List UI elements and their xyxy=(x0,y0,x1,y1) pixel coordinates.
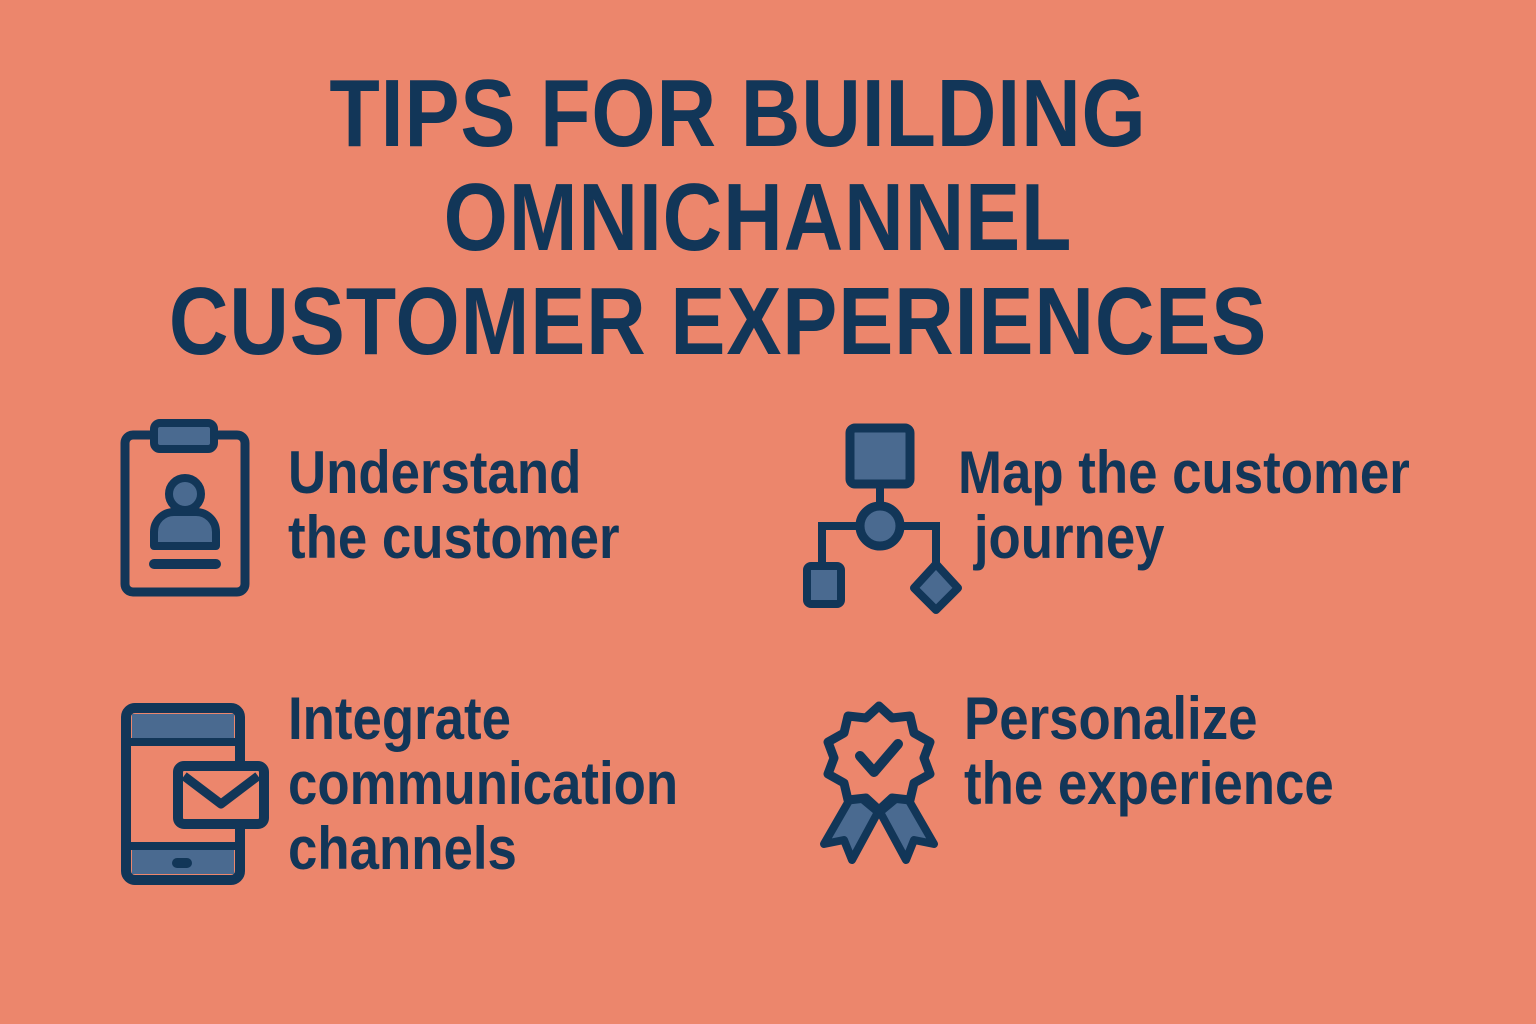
phone-envelope-icon xyxy=(121,703,269,885)
tip-text-line: communication xyxy=(288,750,679,817)
award-badge-icon xyxy=(820,701,938,864)
tip-text-line: channels xyxy=(288,815,517,882)
tip-text-line: journey xyxy=(973,504,1165,571)
title-line: TIPS FOR BUILDING xyxy=(329,60,1147,167)
page-title: TIPS FOR BUILDING OMNICHANNEL CUSTOMER E… xyxy=(0,62,1536,374)
tip-understand-customer: Understand the customer xyxy=(288,440,620,570)
tip-integrate-channels: Integrate communication channels xyxy=(288,686,678,881)
tip-text-line: Map the customer xyxy=(958,439,1410,506)
tip-text-line: the experience xyxy=(964,750,1334,817)
tip-text-line: Understand xyxy=(288,439,582,506)
flowchart-icon xyxy=(803,423,962,614)
tip-map-journey: Map the customer journey xyxy=(958,440,1410,570)
title-line: CUSTOMER EXPERIENCES xyxy=(168,268,1268,375)
tip-text-line: Integrate xyxy=(288,685,511,752)
tip-text-line: Personalize xyxy=(964,685,1258,752)
tip-text-line: the customer xyxy=(288,504,620,571)
title-line: OMNICHANNEL xyxy=(443,164,1073,271)
clipboard-person-icon xyxy=(120,419,250,597)
tip-personalize-experience: Personalize the experience xyxy=(964,686,1334,816)
